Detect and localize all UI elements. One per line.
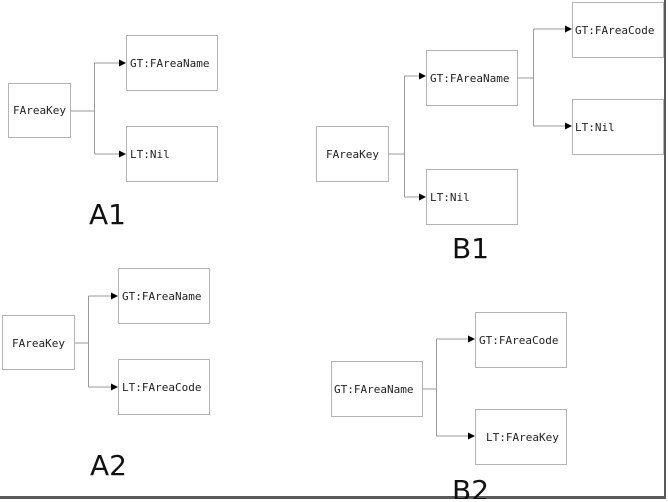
b1-gt-gt-label: GT:FAreaCode xyxy=(575,24,654,37)
a1-lt-node: LT:Nil xyxy=(126,126,218,182)
b2-lt-node: LT:FAreaKey xyxy=(475,409,567,465)
a2-lt-label: LT:FAreaCode xyxy=(122,381,201,394)
a1-root-node: FAreaKey xyxy=(8,83,71,138)
b1-lt-arrowhead xyxy=(419,193,426,201)
b1-gt-connector xyxy=(517,28,566,127)
a2-root-node: FAreaKey xyxy=(2,315,75,370)
a2-gt-label: GT:FAreaName xyxy=(122,290,201,303)
b1-diagram-label: B1 xyxy=(452,232,489,265)
b1-gt-lt-label: LT:Nil xyxy=(575,121,615,134)
diagram-b1: FAreaKey GT:FAreaName LT:Nil GT:FAreaCod… xyxy=(316,2,664,265)
diagram-a2: FAreaKey GT:FAreaName LT:FAreaCode A2 xyxy=(2,268,210,482)
a2-lt-arrowhead xyxy=(111,383,118,391)
a1-diagram-label: A1 xyxy=(89,198,126,231)
a2-gt-node: GT:FAreaName xyxy=(118,268,210,324)
a1-lt-arrowhead xyxy=(119,150,126,158)
a2-connector xyxy=(74,295,112,388)
b1-root-node: FAreaKey xyxy=(316,126,389,182)
a1-lt-label: LT:Nil xyxy=(130,148,170,161)
b1-lt-label: LT:Nil xyxy=(430,191,470,204)
a1-root-label: FAreaKey xyxy=(13,104,66,117)
b2-gt-arrowhead xyxy=(468,335,475,343)
diagram-b2: GT:FAreaName GT:FAreaCode LT:FAreaKey B2 xyxy=(331,312,567,499)
b1-root-label: FAreaKey xyxy=(326,148,379,161)
b2-gt-label: GT:FAreaCode xyxy=(479,334,558,347)
b1-lt-node: LT:Nil xyxy=(426,169,518,225)
b1-gt-arrowhead xyxy=(419,72,426,80)
b1-gt-gt-node: GT:FAreaCode xyxy=(572,2,664,58)
a1-gt-label: GT:FAreaName xyxy=(130,57,209,70)
a2-root-label: FAreaKey xyxy=(12,337,65,350)
diagram-a1: FAreaKey GT:FAreaName LT:Nil A1 xyxy=(8,35,218,231)
a1-connector xyxy=(70,62,120,155)
b2-diagram-label: B2 xyxy=(452,474,489,499)
b1-gt-lt-node: LT:Nil xyxy=(572,99,664,155)
b1-gt-lt-arrowhead xyxy=(565,122,572,130)
a2-gt-arrowhead xyxy=(111,292,118,300)
b2-root-node: GT:FAreaName xyxy=(331,361,423,417)
b2-lt-label: LT:FAreaKey xyxy=(486,431,559,444)
b2-lt-arrowhead xyxy=(468,432,475,440)
b1-gt-label: GT:FAreaName xyxy=(430,72,509,85)
b2-gt-node: GT:FAreaCode xyxy=(475,312,567,368)
b1-gt-node: GT:FAreaName xyxy=(426,50,518,106)
a2-diagram-label: A2 xyxy=(90,449,127,482)
b2-root-label: GT:FAreaName xyxy=(334,383,413,396)
a1-gt-node: GT:FAreaName xyxy=(126,35,218,91)
b1-gt-gt-arrowhead xyxy=(565,25,572,33)
a2-lt-node: LT:FAreaCode xyxy=(118,359,210,415)
b2-connector xyxy=(422,338,469,437)
a1-gt-arrowhead xyxy=(119,59,126,67)
b1-root-connector xyxy=(388,75,420,198)
